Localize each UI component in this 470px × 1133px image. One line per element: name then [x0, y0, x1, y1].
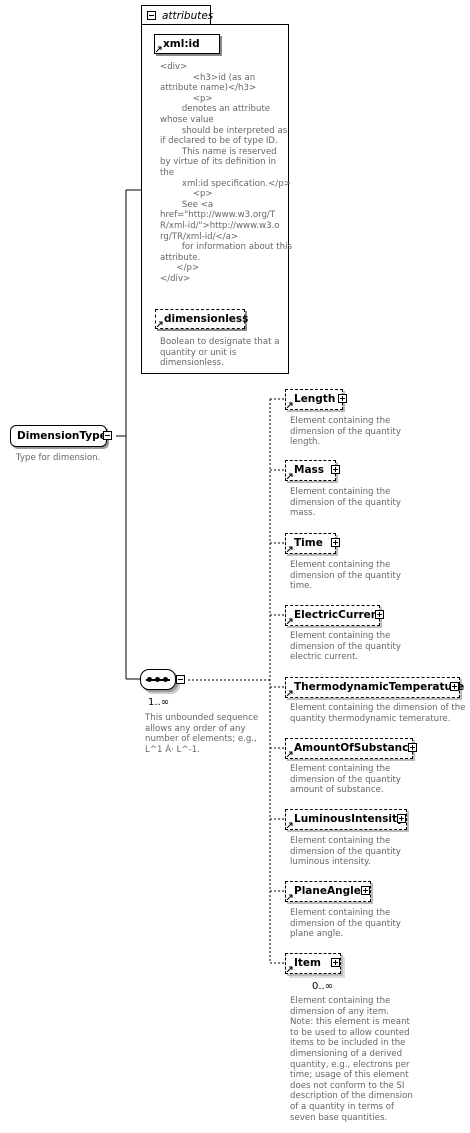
sequence-dot: [147, 677, 152, 682]
attribute-name: xml:id: [163, 38, 200, 50]
reference-arrow-icon: [157, 321, 163, 327]
element-planeangle-doc: Element containing the dimension of the …: [290, 908, 401, 940]
element-name: ThermodynamicTemperature: [294, 681, 465, 693]
element-name: LuminousIntensity: [294, 813, 404, 825]
root-element-name: DimensionType: [17, 430, 107, 442]
element-electriccurrent[interactable]: ElectricCurrent: [285, 605, 384, 626]
sequence-compositor[interactable]: [140, 669, 176, 690]
element-time[interactable]: Time: [285, 533, 336, 554]
reference-arrow-icon: [287, 690, 293, 696]
expand-plus-icon[interactable]: [338, 394, 347, 403]
reference-arrow-icon: [287, 402, 293, 408]
attribute-dimensionless-doc: Boolean to designate that a quantity or …: [160, 337, 280, 369]
element-name: PlaneAngle: [294, 885, 361, 897]
reference-arrow-icon: [287, 546, 293, 552]
expand-plus-icon[interactable]: [361, 886, 370, 895]
element-item-doc: Element containing the dimension of any …: [290, 996, 413, 1123]
collapse-minus-icon[interactable]: [103, 431, 112, 440]
reference-arrow-icon: [287, 822, 293, 828]
collapse-minus-icon[interactable]: [176, 675, 185, 684]
reference-arrow-icon: [287, 894, 293, 900]
element-name: Mass: [294, 464, 325, 476]
sequence-doc: This unbounded sequence allows any order…: [145, 713, 259, 755]
element-length-doc: Element containing the dimension of the …: [290, 416, 401, 448]
sequence-occurrence: 1..∞: [148, 697, 170, 708]
element-name: ElectricCurrent: [294, 609, 384, 621]
element-luminousintensity[interactable]: LuminousIntensity: [285, 809, 407, 830]
root-element-doc: Type for dimension.: [16, 453, 101, 463]
expand-plus-icon[interactable]: [450, 682, 459, 691]
reference-arrow-icon: [287, 618, 293, 624]
expand-plus-icon[interactable]: [331, 538, 340, 547]
element-thermodynamictemperature-doc: Element containing the dimension of the …: [290, 703, 466, 724]
attribute-name: dimensionless: [164, 313, 249, 325]
element-amountofsubstance[interactable]: AmountOfSubstance: [285, 738, 416, 759]
element-time-doc: Element containing the dimension of the …: [290, 560, 401, 592]
sequence-dot: [163, 677, 168, 682]
attributes-group-tab[interactable]: attributes: [141, 5, 214, 25]
expand-plus-icon[interactable]: [397, 814, 406, 823]
element-amountofsubstance-doc: Element containing the dimension of the …: [290, 764, 401, 796]
element-name: Length: [294, 393, 336, 405]
sequence-dot: [155, 677, 160, 682]
element-length[interactable]: Length: [285, 389, 343, 410]
expand-plus-icon[interactable]: [331, 465, 340, 474]
element-luminousintensity-doc: Element containing the dimension of the …: [290, 836, 401, 868]
expand-plus-icon[interactable]: [375, 610, 384, 619]
reference-arrow-icon: [287, 751, 293, 757]
expand-plus-icon[interactable]: [331, 958, 340, 967]
reference-arrow-icon: [287, 473, 293, 479]
element-name: AmountOfSubstance: [294, 742, 416, 754]
element-name: Time: [294, 537, 323, 549]
element-name: Item: [294, 957, 321, 969]
reference-arrow-icon: [156, 46, 162, 52]
root-element-dimensiontype[interactable]: DimensionType: [10, 425, 112, 447]
element-item[interactable]: Item: [285, 953, 341, 974]
attribute-xml-id-doc: <div> <h3>id (as an attribute name)</h3>…: [160, 62, 292, 284]
attribute-xml-id[interactable]: xml:id: [154, 34, 220, 54]
element-electriccurrent-doc: Element containing the dimension of the …: [290, 631, 401, 663]
element-thermodynamictemperature[interactable]: ThermodynamicTemperature: [285, 677, 464, 698]
collapse-minus-icon[interactable]: [147, 11, 156, 20]
element-planeangle[interactable]: PlaneAngle: [285, 881, 371, 902]
element-mass-doc: Element containing the dimension of the …: [290, 487, 401, 519]
element-item-occurrence: 0..∞: [312, 981, 334, 992]
attributes-group-title: attributes: [162, 10, 214, 22]
reference-arrow-icon: [287, 966, 293, 972]
attribute-dimensionless[interactable]: dimensionless: [155, 309, 249, 329]
expand-plus-icon[interactable]: [408, 743, 417, 752]
element-mass[interactable]: Mass: [285, 460, 336, 481]
